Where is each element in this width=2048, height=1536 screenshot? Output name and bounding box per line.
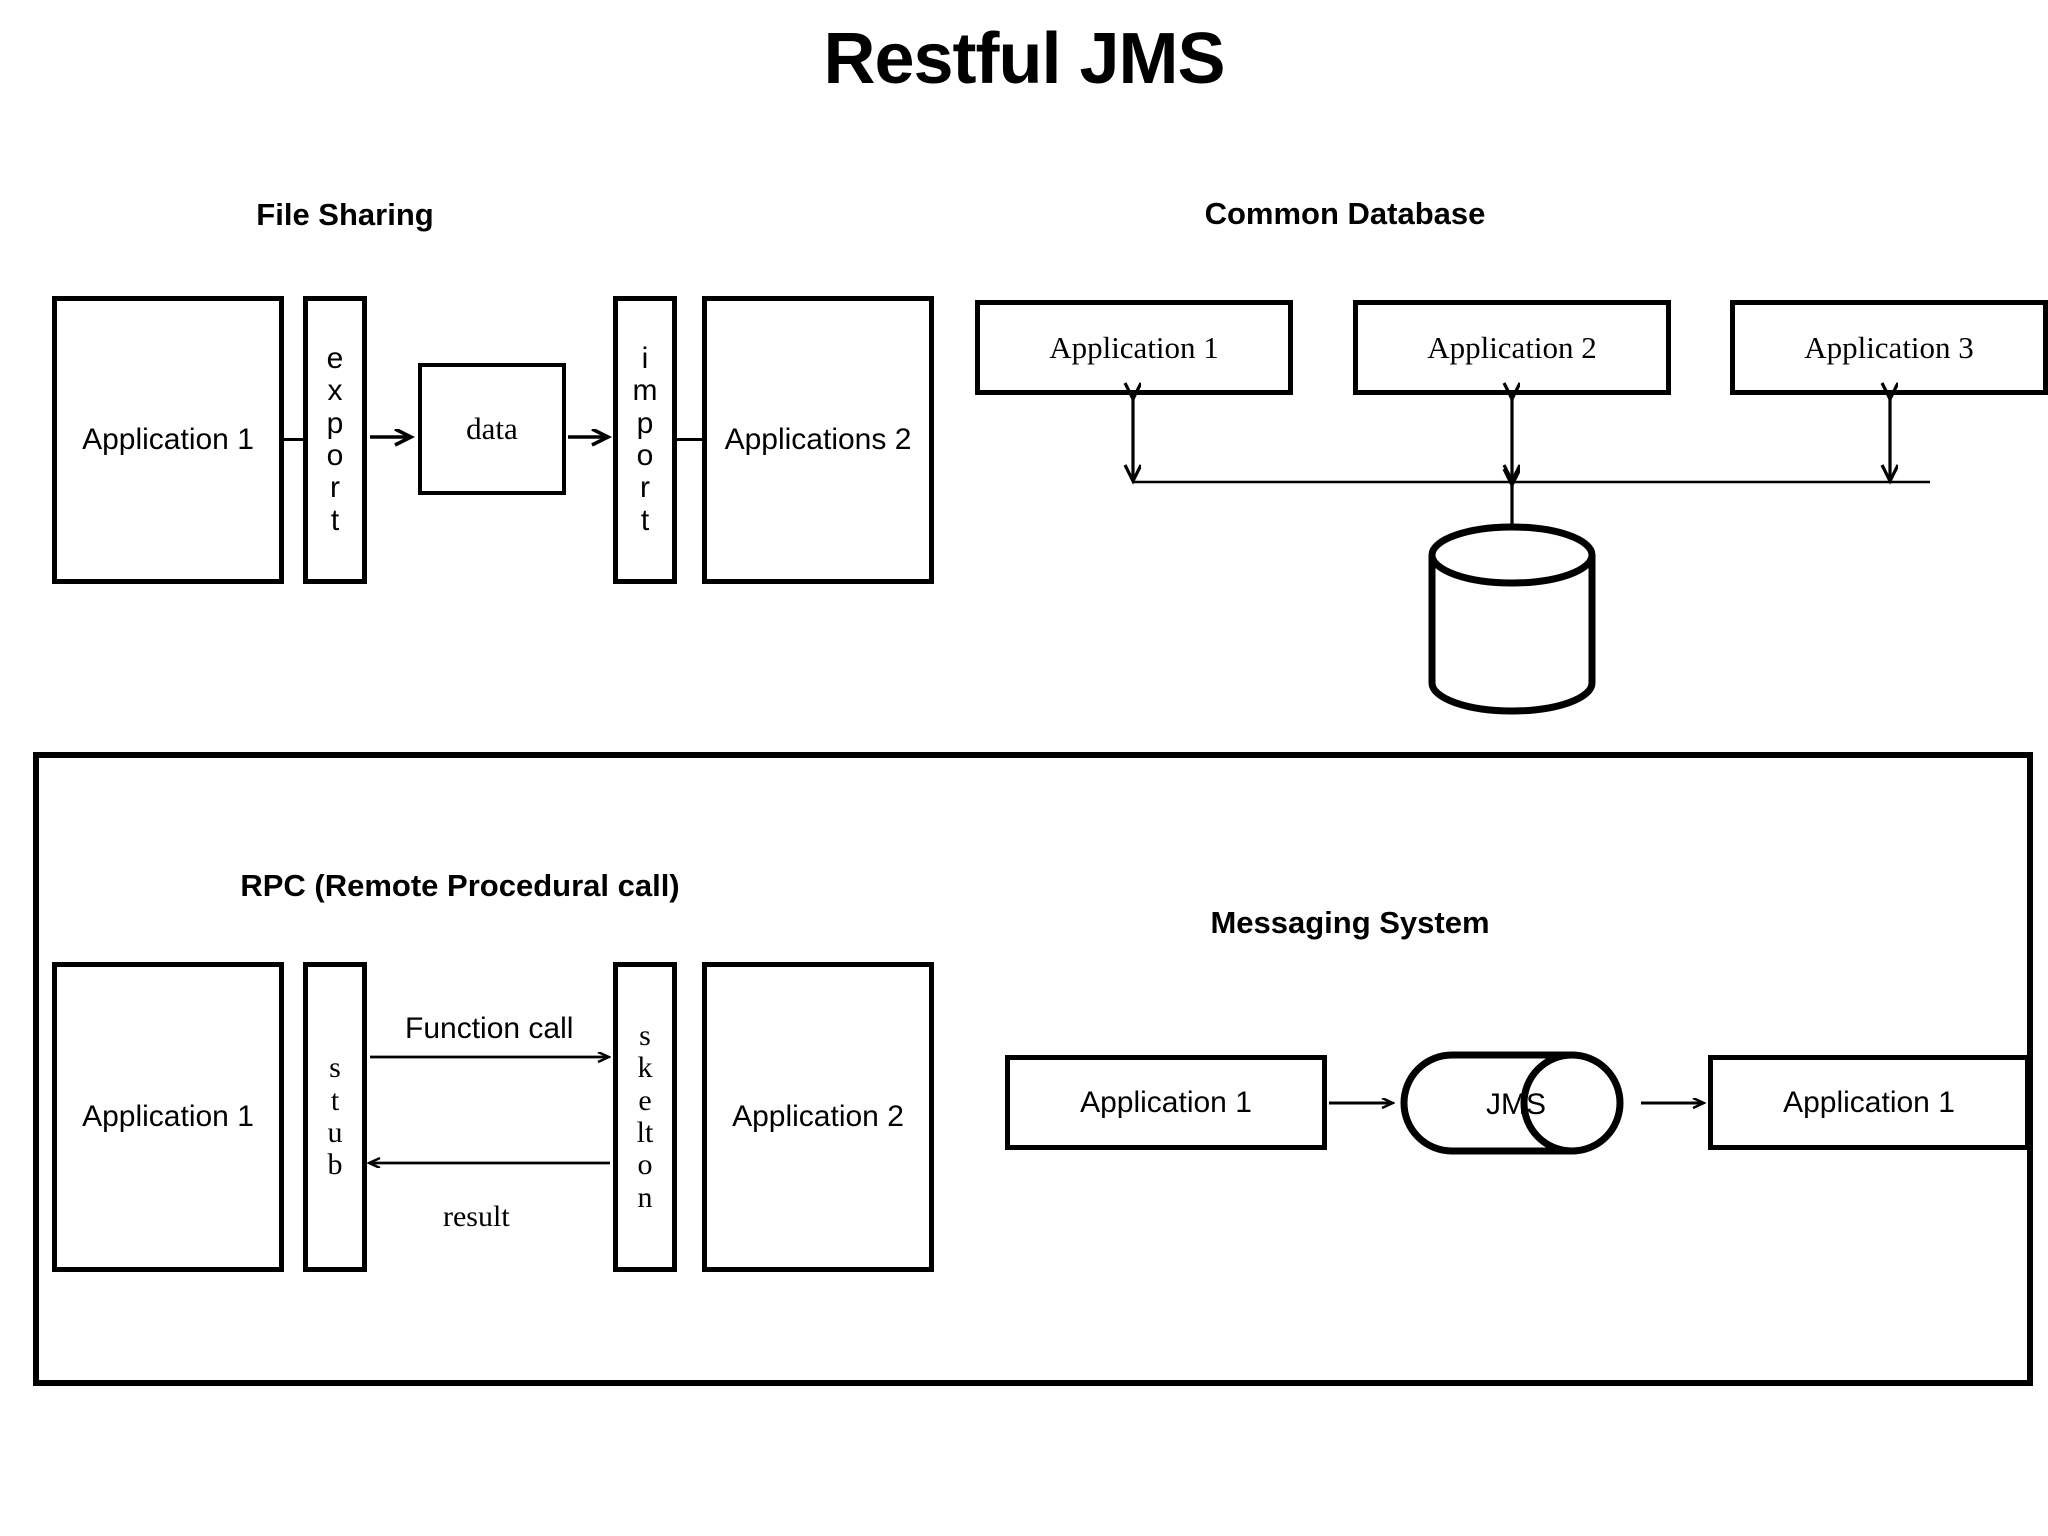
common-database-application-1-label: Application 1: [1049, 329, 1219, 365]
rpc-skeleton-box: s k e lt o n: [613, 962, 677, 1272]
import-letter-4: r: [640, 471, 650, 505]
file-sharing-application-1-box: Application 1: [52, 296, 284, 584]
export-letter-0: e: [326, 341, 344, 375]
file-sharing-connector-app1-export: [282, 438, 306, 441]
stub-letter-2: u: [327, 1116, 343, 1149]
common-database-application-1-box: Application 1: [975, 300, 1293, 395]
skeleton-letter-0: s: [639, 1018, 651, 1052]
stub-letter-0: s: [329, 1051, 341, 1085]
file-sharing-heading: File Sharing: [256, 197, 434, 232]
page-title: Restful JMS: [823, 19, 1225, 99]
common-database-application-2-box: Application 2: [1353, 300, 1671, 395]
stub-letter-1: t: [330, 1083, 340, 1117]
rpc-application-1-label: Application 1: [82, 1100, 254, 1133]
file-sharing-connector-import-app2: [673, 438, 705, 441]
export-letter-5: t: [330, 503, 340, 537]
rpc-stub-box: s t u b: [303, 962, 367, 1272]
common-database-application-3-box: Application 3: [1730, 300, 2048, 395]
messaging-jms-label-wrap: JMS: [1456, 1085, 1576, 1125]
messaging-application-1-right-box: Application 1: [1708, 1055, 2030, 1150]
skeleton-letter-2: e: [638, 1083, 652, 1117]
skeleton-letter-3: lt: [636, 1116, 654, 1149]
messaging-application-1-right-label: Application 1: [1783, 1085, 1955, 1119]
file-sharing-data-box: data: [418, 363, 566, 495]
rpc-application-2-box: Application 2: [702, 962, 934, 1272]
database-cylinder-icon: [1428, 523, 1596, 715]
stub-letter-3: b: [327, 1148, 343, 1182]
import-letter-1: m: [632, 374, 658, 408]
skeleton-letter-1: k: [637, 1051, 653, 1085]
rpc-function-call-label: Function call: [405, 1012, 574, 1045]
file-sharing-import-box: i m p o r t: [613, 296, 677, 584]
skeleton-letter-5: n: [637, 1180, 653, 1214]
rpc-result-label: result: [443, 1200, 510, 1233]
file-sharing-application-1-label: Application 1: [82, 423, 254, 456]
export-letter-3: o: [326, 439, 344, 472]
messaging-jms-label: JMS: [1486, 1088, 1546, 1121]
common-database-application-2-label: Application 2: [1427, 329, 1597, 365]
messaging-system-heading: Messaging System: [1210, 905, 1490, 940]
file-sharing-applications-2-label: Applications 2: [724, 423, 912, 456]
export-letter-4: r: [330, 471, 340, 505]
rpc-application-2-label: Application 2: [732, 1100, 904, 1133]
export-letter-2: p: [326, 406, 344, 440]
file-sharing-data-label: data: [466, 411, 518, 446]
file-sharing-export-box: e x p o r t: [303, 296, 367, 584]
export-letter-1: x: [327, 374, 343, 408]
messaging-application-1-left-box: Application 1: [1005, 1055, 1327, 1150]
common-database-application-3-label: Application 3: [1804, 329, 1974, 365]
import-letter-3: o: [636, 439, 654, 472]
skeleton-letter-4: o: [637, 1148, 653, 1182]
messaging-application-1-left-label: Application 1: [1080, 1085, 1252, 1119]
import-letter-5: t: [640, 503, 650, 537]
rpc-heading: RPC (Remote Procedural call): [240, 868, 680, 903]
file-sharing-applications-2-box: Applications 2: [702, 296, 934, 584]
import-letter-2: p: [636, 406, 654, 440]
rpc-application-1-box: Application 1: [52, 962, 284, 1272]
common-database-heading: Common Database: [1204, 196, 1486, 231]
import-letter-0: i: [641, 341, 649, 375]
